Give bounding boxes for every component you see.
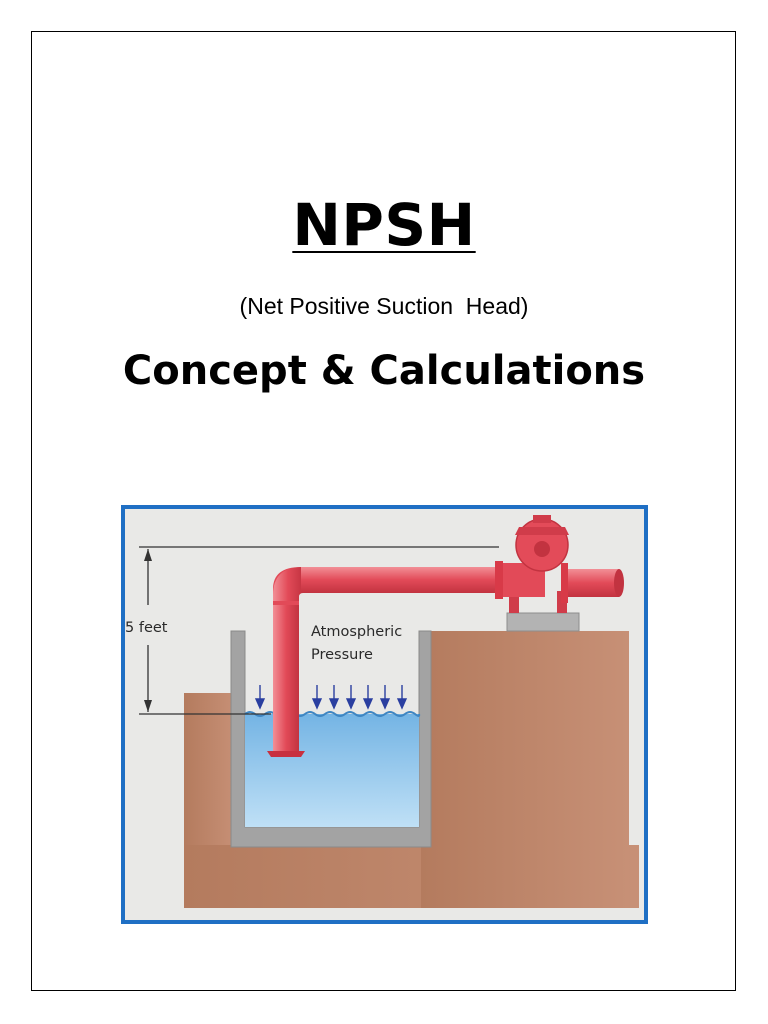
document-heading: Concept & Calculations: [122, 348, 646, 394]
suction-bell: [267, 751, 305, 757]
pump: [503, 515, 624, 613]
suction-pipe-vertical: [273, 587, 299, 752]
document-title-text: NPSH: [292, 191, 476, 259]
document-subtitle: (Net Positive Suction Head): [239, 293, 529, 319]
sump-pit-wall: [230, 630, 432, 848]
pipe-flange: [495, 561, 503, 599]
pressure-arrows: [254, 685, 408, 710]
water-body: [245, 714, 419, 827]
pressure-label-line2: Pressure: [311, 647, 373, 663]
npsh-diagram-svg: 5 feet Atmospheric Pressure: [121, 505, 648, 924]
document-title: NPSH: [0, 190, 768, 260]
page-border: [31, 31, 736, 991]
pressure-label-line1: Atmospheric: [311, 624, 402, 640]
ground-right: [421, 631, 629, 908]
npsh-diagram: 5 feet Atmospheric Pressure: [121, 505, 648, 924]
suction-pipe-horizontal: [301, 567, 501, 593]
pump-base: [506, 612, 580, 632]
height-label: 5 feet: [125, 620, 168, 636]
